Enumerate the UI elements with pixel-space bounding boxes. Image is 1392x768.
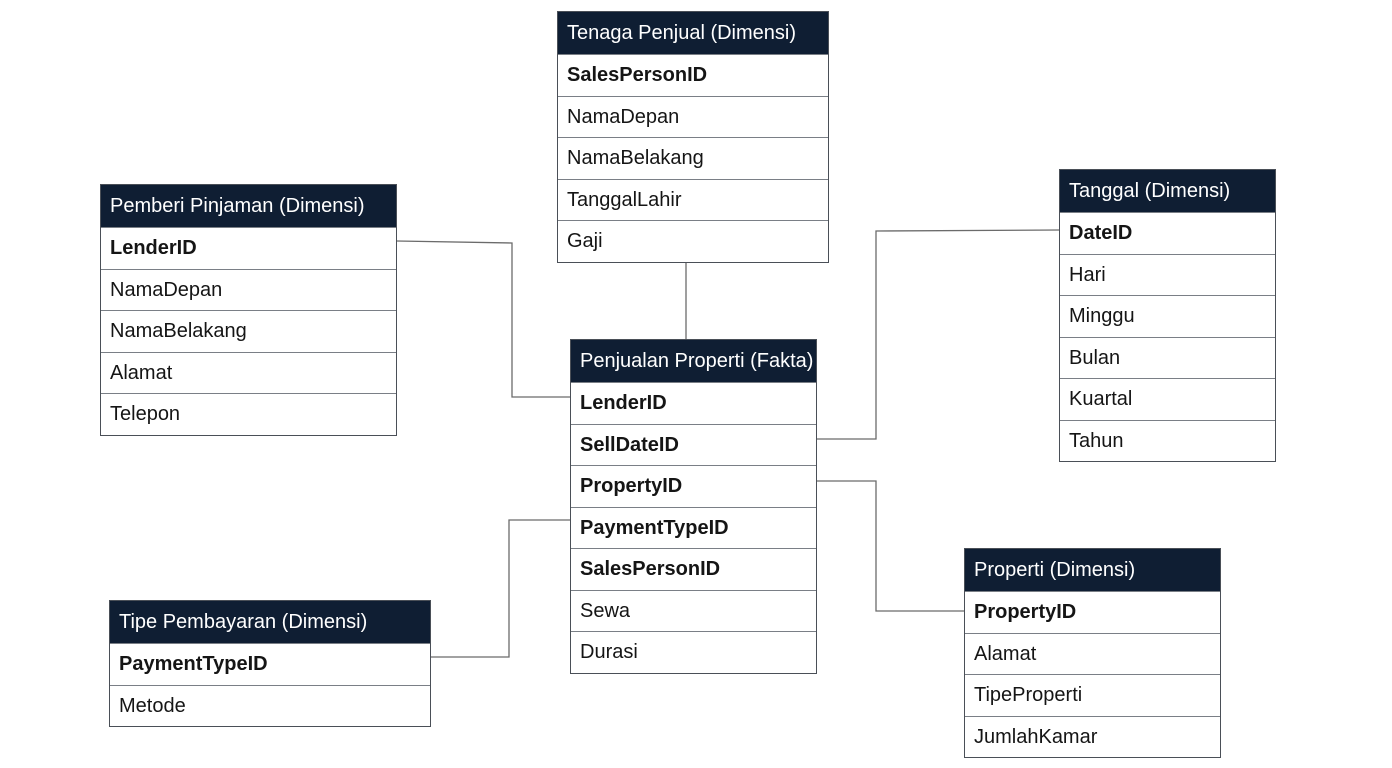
attribute-field: Sewa bbox=[571, 589, 816, 632]
attribute-field: Bulan bbox=[1060, 336, 1275, 379]
attribute-field: Alamat bbox=[965, 632, 1220, 675]
relationship-line bbox=[817, 229, 1060, 440]
attribute-field: TanggalLahir bbox=[558, 178, 828, 221]
key-field: SalesPersonID bbox=[571, 548, 816, 590]
key-field: LenderID bbox=[101, 227, 396, 269]
attribute-field: NamaDepan bbox=[558, 95, 828, 138]
attribute-field: NamaBelakang bbox=[558, 137, 828, 179]
attribute-field: Metode bbox=[110, 684, 430, 727]
relationship-line bbox=[396, 240, 570, 398]
attribute-field: Minggu bbox=[1060, 295, 1275, 337]
key-field: SalesPersonID bbox=[558, 54, 828, 96]
attribute-field: Tahun bbox=[1060, 419, 1275, 462]
key-field: PaymentTypeID bbox=[110, 643, 430, 685]
relationship-line bbox=[431, 519, 570, 658]
entity-title: Tenaga Penjual (Dimensi) bbox=[558, 12, 828, 54]
attribute-field: TipeProperti bbox=[965, 674, 1220, 716]
key-field: DateID bbox=[1060, 212, 1275, 254]
entity-title: Tanggal (Dimensi) bbox=[1060, 170, 1275, 212]
attribute-field: Alamat bbox=[101, 351, 396, 394]
attribute-field: Gaji bbox=[558, 220, 828, 262]
attribute-field: Durasi bbox=[571, 631, 816, 673]
relationship-line bbox=[817, 480, 964, 612]
key-field: SellDateID bbox=[571, 423, 816, 466]
attribute-field: Hari bbox=[1060, 253, 1275, 296]
attribute-field: NamaBelakang bbox=[101, 310, 396, 352]
attribute-field: NamaDepan bbox=[101, 268, 396, 311]
key-field: PaymentTypeID bbox=[571, 506, 816, 549]
key-field: PropertyID bbox=[965, 591, 1220, 633]
attribute-field: JumlahKamar bbox=[965, 715, 1220, 758]
entity-title: Properti (Dimensi) bbox=[965, 549, 1220, 591]
attribute-field: Kuartal bbox=[1060, 378, 1275, 420]
attribute-field: Telepon bbox=[101, 393, 396, 435]
key-field: LenderID bbox=[571, 382, 816, 424]
key-field: PropertyID bbox=[571, 465, 816, 507]
entity-title: Tipe Pembayaran (Dimensi) bbox=[110, 601, 430, 643]
entity-title: Pemberi Pinjaman (Dimensi) bbox=[101, 185, 396, 227]
entity-title: Penjualan Properti (Fakta) bbox=[571, 340, 816, 382]
